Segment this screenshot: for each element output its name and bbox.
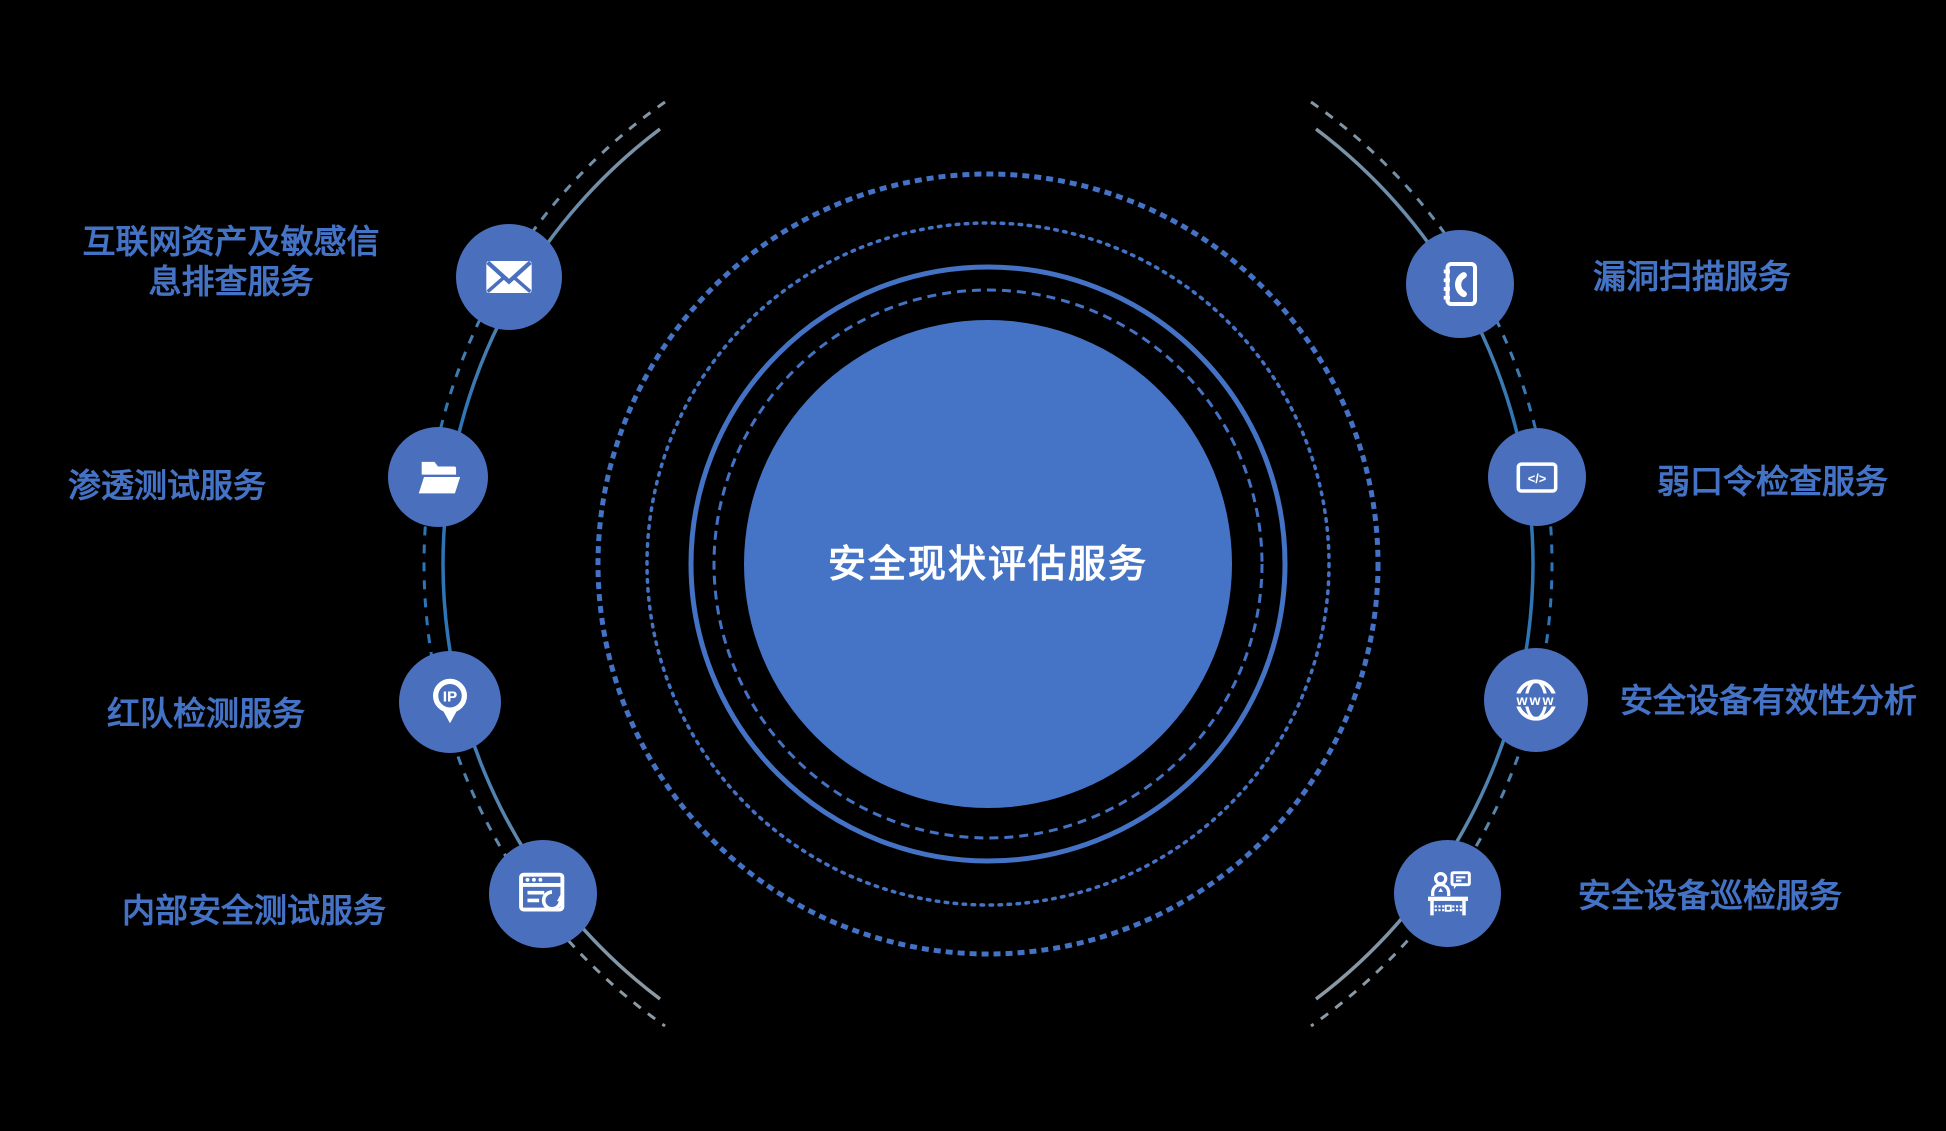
svg-text:IP: IP [443, 688, 457, 705]
node-device-effectiveness: www [1484, 648, 1588, 752]
label-red-team: 红队检测服务 [107, 695, 305, 732]
left-dashed-arc [422, 100, 666, 1028]
node-penetration-test [388, 427, 488, 527]
node-internet-asset-check [456, 224, 562, 330]
node-vuln-scan [1406, 230, 1514, 338]
www-globe-icon: www [1511, 679, 1561, 721]
label-device-inspection: 安全设备巡检服务 [1578, 877, 1842, 914]
hub-title: 安全现状评估服务 [827, 544, 1148, 586]
svg-text:www: www [1516, 693, 1556, 709]
solid-ring [688, 264, 1288, 864]
open-folder-icon [418, 461, 461, 494]
node-weak-password-check: </> [1488, 428, 1586, 526]
ip-location-pin-icon: IP IP [433, 678, 467, 724]
label-internet-asset-check: 互联网资产及敏感信息排查服务 [82, 223, 380, 300]
inner-dash-ring [712, 288, 1264, 840]
label-vuln-scan: 漏洞扫描服务 [1593, 258, 1791, 295]
label-internal-security-test: 内部安全测试服务 [122, 892, 386, 929]
contact-book-icon [1443, 262, 1477, 306]
service-desk-icon [1427, 870, 1471, 915]
dotted-ring [645, 221, 1331, 907]
browser-refresh-icon [519, 872, 565, 912]
node-device-inspection [1394, 840, 1501, 947]
envelope-icon [486, 260, 532, 293]
node-internal-security-test [489, 840, 597, 948]
code-window-icon: </> [1516, 462, 1558, 493]
label-weak-password-check: 弱口令检查服务 [1657, 463, 1888, 500]
label-penetration-test: 渗透测试服务 [68, 467, 266, 504]
outer-dash-ring [595, 171, 1381, 957]
node-red-team: IP IP [399, 651, 501, 753]
hub-circle [744, 320, 1232, 808]
label-device-effectiveness: 安全设备有效性分析 [1620, 682, 1917, 719]
right-dashed-arc [1310, 100, 1554, 1028]
svg-text:</>: </> [1528, 471, 1547, 486]
svg-text:IP: IP [443, 688, 457, 705]
